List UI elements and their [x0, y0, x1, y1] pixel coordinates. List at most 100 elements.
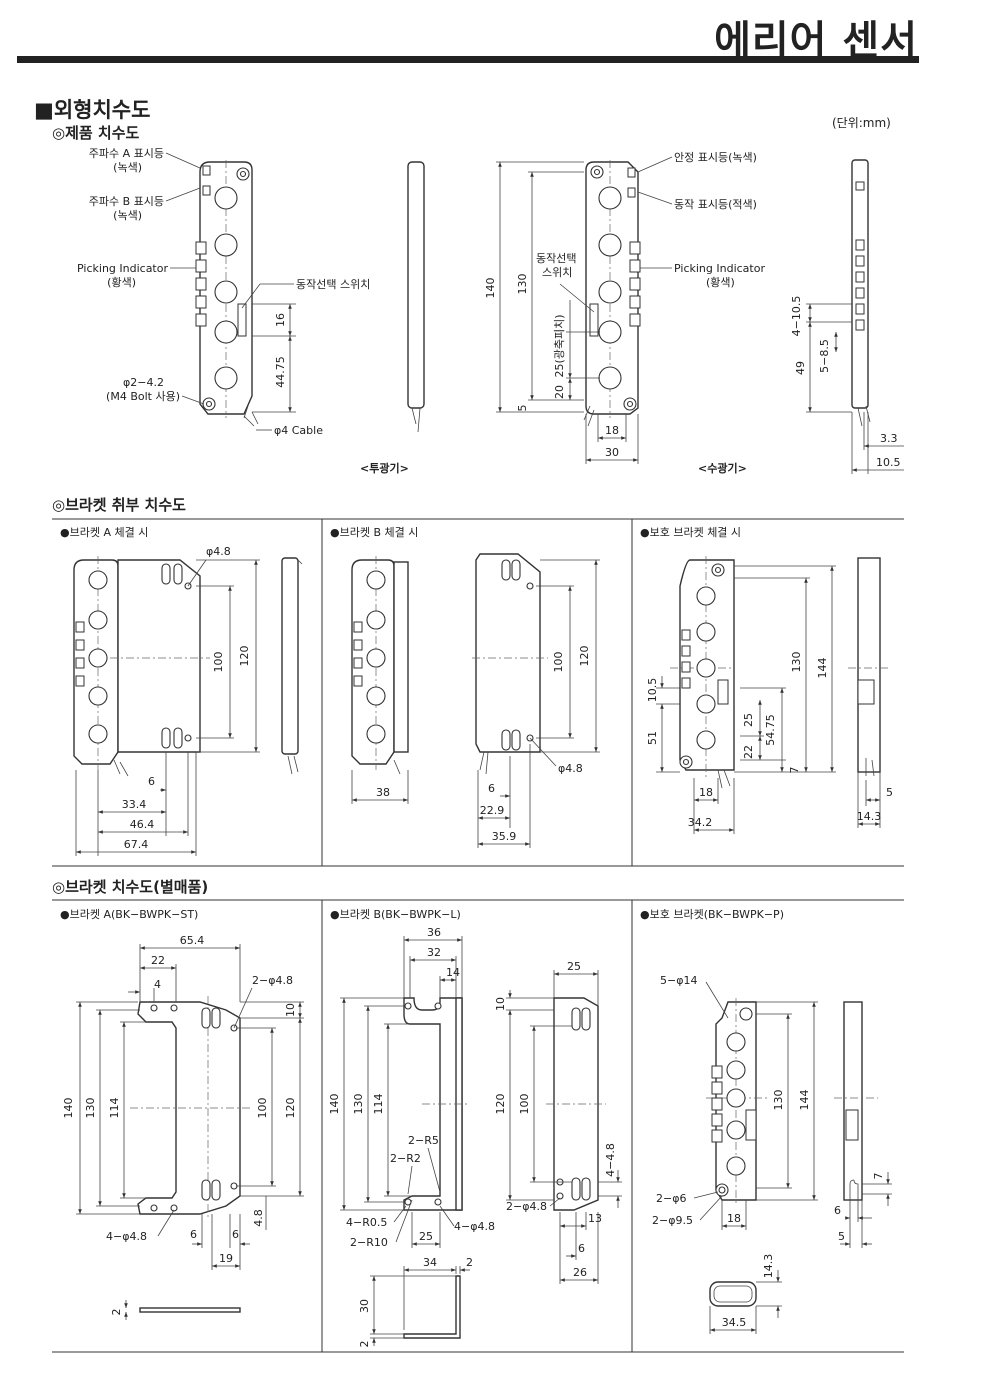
mount-c-dim-10-5: 10.5 — [646, 678, 659, 703]
freq-a-indicator-label: 주파수 A 표시등 — [89, 147, 164, 160]
bracket-b-dim-14: 14 — [446, 966, 460, 979]
dim-10-5: 10.5 — [876, 456, 901, 469]
mount-c-dim-18: 18 — [699, 786, 713, 799]
dim-5: 5 — [516, 405, 529, 412]
receiver-picking-indicator-label: Picking Indicator — [674, 262, 765, 275]
mount-c-dim-25: 25 — [742, 713, 755, 727]
bracket-c-dim-5: 5 — [838, 1230, 845, 1243]
bracket-col-a-title: ●브라켓 A(BK−BWPK−ST) — [60, 908, 198, 921]
bracket-a-drawing — [130, 996, 250, 1220]
dim-4-10-5: 4−10.5 — [790, 296, 803, 337]
bracket-c-dim-34-5: 34.5 — [722, 1316, 747, 1329]
mount-a-dim-120: 120 — [238, 646, 251, 667]
mount-c-dim-7: 7 — [788, 767, 801, 774]
product-dimensions-heading: ◎제품 치수도 — [52, 124, 140, 142]
optical-axis-pitch-label: 25(광축피치) — [553, 314, 566, 377]
mount-a-side-view — [281, 557, 303, 775]
mount-a-dim-46-4: 46.4 — [130, 818, 155, 831]
dim-140: 140 — [484, 278, 497, 299]
mount-a-dim-6: 6 — [148, 775, 155, 788]
bracket-b-flat-view — [546, 997, 606, 1211]
freq-b-color-label: (녹색) — [113, 209, 142, 222]
bracket-b-dim-100: 100 — [518, 1094, 531, 1115]
stable-indicator-label: 안정 표시등(녹색) — [674, 151, 757, 164]
receiver-side-view — [851, 159, 871, 427]
bracket-c-dim-144: 144 — [798, 1090, 811, 1111]
bracket-b-dim-25: 25 — [419, 1230, 433, 1243]
bracket-b-dim-120: 120 — [494, 1094, 507, 1115]
emitter-side-view — [407, 161, 425, 433]
bracket-c-side-view — [843, 1001, 863, 1201]
mount-c-sensor — [670, 556, 735, 789]
bracket-b-dim-26: 26 — [573, 1266, 587, 1279]
bracket-c-hole-6: 2−φ6 — [656, 1192, 686, 1205]
bracket-b-dim-140: 140 — [328, 1094, 341, 1115]
receiver-caption: <수광기> — [698, 461, 747, 475]
bracket-a-dim-19: 19 — [219, 1252, 233, 1265]
dim-130: 130 — [516, 274, 529, 295]
receiver-switch-label-b: 스위치 — [542, 266, 572, 279]
bracket-b-r5: 2−R5 — [408, 1134, 439, 1147]
bracket-a-dim-22: 22 — [151, 954, 165, 967]
bracket-col-b-title: ●브라켓 B(BK−BWPK−L) — [330, 908, 461, 921]
bracket-c-dim-130: 130 — [772, 1090, 785, 1111]
mount-a-dim-67-4: 67.4 — [124, 838, 149, 851]
mount-c-dim-22: 22 — [742, 745, 755, 759]
mount-c-dim-5: 5 — [886, 786, 893, 799]
bracket-a-dim-100: 100 — [256, 1098, 269, 1119]
bolt-note-label: (M4 Bolt 사용) — [106, 390, 180, 403]
mount-c-dim-34-2: 34.2 — [688, 816, 713, 829]
bracket-b-hole-4: 4−φ4.8 — [454, 1220, 495, 1233]
bracket-dimensions-heading: ◎브라켓 치수도(별매품) — [52, 878, 209, 896]
emitter-front-view — [195, 160, 259, 427]
dim-30: 30 — [605, 446, 619, 459]
mount-b-sensor — [351, 556, 409, 775]
mount-b-dim-100: 100 — [552, 652, 565, 673]
bracket-b-r2: 2−R2 — [390, 1152, 421, 1165]
bracket-b-drawing — [403, 997, 470, 1211]
bracket-b-dim-34: 34 — [423, 1256, 437, 1269]
title-rule — [17, 56, 919, 63]
bracket-a-dim-114: 114 — [108, 1098, 121, 1119]
bracket-b-r05: 4−R0.5 — [346, 1216, 387, 1229]
bracket-b-dim-4-4-8: 4−4.8 — [604, 1143, 617, 1177]
bracket-b-dim-13: 13 — [588, 1212, 602, 1225]
bracket-c-dim-7: 7 — [872, 1173, 885, 1180]
dim-20: 20 — [553, 385, 566, 399]
receiver-picking-color-label: (황색) — [706, 276, 735, 289]
bracket-b-dim-30: 30 — [358, 1299, 371, 1313]
unit-note: (단위:mm) — [832, 116, 891, 130]
bracket-a-hole-4: 4−φ4.8 — [106, 1230, 147, 1243]
bolt-hole-label: φ2−4.2 — [123, 376, 164, 389]
dim-49: 49 — [794, 361, 807, 375]
bracket-b-r10: 2−R10 — [350, 1236, 388, 1249]
mount-col-a-title: ●브라켓 A 체결 시 — [60, 526, 148, 539]
mount-b-dim-35-9: 35.9 — [492, 830, 517, 843]
bracket-b-hole-2: 2−φ4.8 — [506, 1200, 547, 1213]
emitter-caption: <투광기> — [360, 461, 409, 475]
mount-col-b-title: ●브라켓 B 체결 시 — [330, 526, 418, 539]
dim-16: 16 — [274, 313, 287, 327]
bracket-b-dim-10: 10 — [494, 997, 507, 1011]
bracket-a-dim-6b: 6 — [232, 1228, 239, 1241]
mount-a-dim-33-4: 33.4 — [122, 798, 147, 811]
bracket-a-hole-2: 2−φ4.8 — [252, 974, 293, 987]
mounting-dimensions-heading: ◎브라켓 취부 치수도 — [52, 496, 186, 514]
mount-b-bracket-view — [472, 553, 548, 775]
mount-col-c-title: ●보호 브라켓 체결 시 — [640, 526, 741, 539]
mount-c-dim-14-3: 14.3 — [857, 810, 882, 823]
bracket-a-dim-4: 4 — [154, 978, 161, 991]
mount-c-dim-51: 51 — [646, 731, 659, 745]
bracket-b-dim-25b: 25 — [567, 960, 581, 973]
bracket-c-dim-6: 6 — [834, 1204, 841, 1217]
bracket-b-dim-114: 114 — [372, 1094, 385, 1115]
receiver-front-view — [583, 160, 641, 427]
mount-b-dim-6: 6 — [488, 782, 495, 795]
bracket-c-hole-9-5: 2−φ9.5 — [652, 1214, 693, 1227]
mount-b-hole: φ4.8 — [558, 762, 583, 775]
bracket-a-dim-120: 120 — [284, 1098, 297, 1119]
bracket-b-dim-36: 36 — [427, 926, 441, 939]
receiver-switch-label-a: 동작선택 — [536, 252, 576, 265]
mount-c-dim-54-75: 54.75 — [764, 714, 777, 746]
